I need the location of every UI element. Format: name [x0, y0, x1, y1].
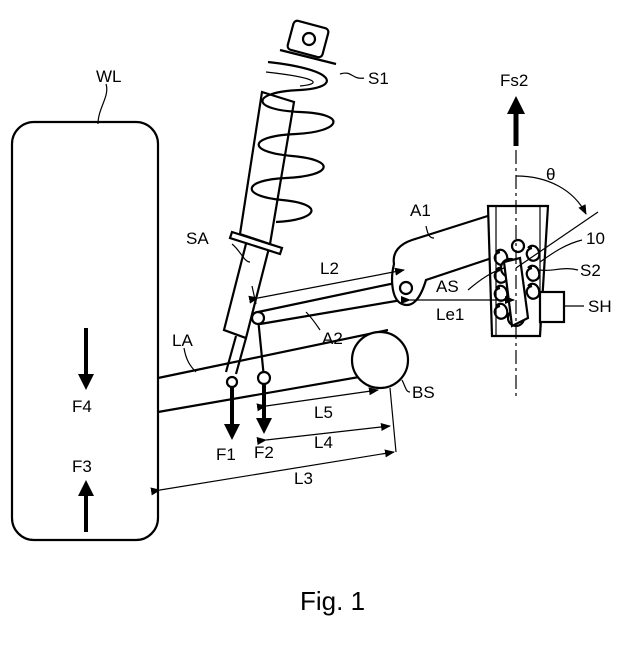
label-sa: SA [186, 229, 209, 248]
pivot [400, 282, 412, 294]
label-l2: L2 [320, 259, 339, 278]
label-s1: S1 [368, 69, 389, 88]
label-f3: F3 [72, 457, 92, 476]
label-f4: F4 [72, 397, 92, 416]
label-le1: Le1 [436, 305, 464, 324]
la-leader [184, 348, 196, 372]
label-s2: S2 [580, 261, 601, 280]
label-as: AS [436, 277, 459, 296]
bushing [352, 332, 408, 388]
label-10: 10 [586, 229, 605, 248]
label-a1: A1 [410, 201, 431, 220]
actuator [488, 206, 564, 336]
s1-leader [340, 73, 364, 78]
label-a2: A2 [322, 329, 343, 348]
wl-leader [98, 84, 107, 124]
label-fs2: Fs2 [500, 71, 528, 90]
label-l3: L3 [294, 469, 313, 488]
figure-caption: Fig. 1 [300, 586, 365, 616]
label-l4: L4 [314, 433, 333, 452]
bs-leader [402, 380, 410, 392]
label-wl: WL [96, 67, 122, 86]
label-sh: SH [588, 297, 612, 316]
label-f1: F1 [216, 445, 236, 464]
s2-leader [540, 269, 578, 271]
arm-a2 [258, 282, 402, 324]
label-theta: θ [546, 165, 555, 184]
label-la: LA [172, 331, 193, 350]
label-f2: F2 [254, 443, 274, 462]
label-bs: BS [412, 383, 435, 402]
label-l5: L5 [314, 403, 333, 422]
dimension-l3 [160, 452, 394, 490]
